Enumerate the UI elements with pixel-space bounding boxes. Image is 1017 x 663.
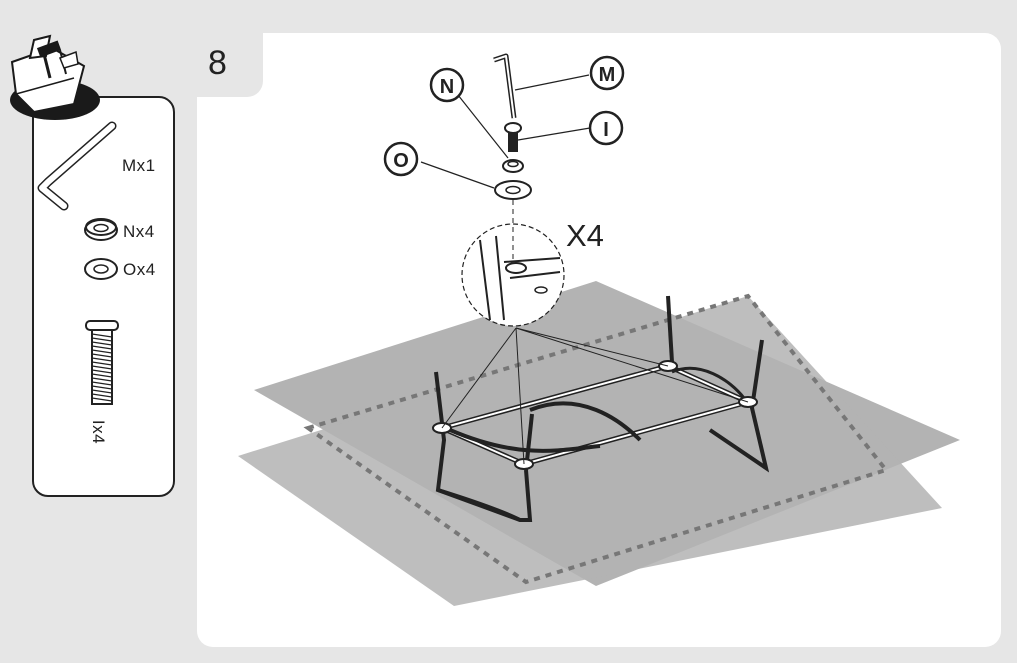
toolbox-icon: [10, 34, 100, 120]
allen-key-icon: [37, 121, 117, 211]
detail-magnifier: [461, 223, 565, 327]
callout-i-label: I: [603, 119, 609, 141]
callout-o-circle: [383, 141, 419, 177]
step-number: 8: [208, 44, 227, 82]
callout-m-label: M: [599, 64, 616, 86]
parts-list-panel: [32, 96, 175, 497]
callout-n-circle: [429, 67, 465, 103]
step-tab: [197, 33, 263, 97]
callout-m-circle: [589, 55, 625, 91]
allen-key-tool: [493, 53, 517, 119]
callout-n-label: N: [440, 76, 454, 98]
flat-washer-part: [494, 180, 532, 200]
floor-sheets: [238, 281, 960, 606]
part-label-n: Nx4: [123, 222, 155, 241]
detail-leader-lines: [441, 327, 749, 465]
part-label-m: Mx1: [122, 156, 156, 175]
spring-washer-icon: [84, 218, 118, 241]
callout-leaders: [420, 74, 591, 189]
repeat-count-label: X4: [566, 218, 604, 253]
part-label-o: Ox4: [123, 260, 156, 279]
bolt-icon: [85, 320, 119, 405]
flat-washer-icon: [84, 258, 118, 280]
callout-i-circle: [588, 110, 624, 146]
spring-washer-part: [502, 159, 524, 173]
bolt-part: [504, 122, 522, 152]
part-label-i: Ix4: [89, 419, 109, 445]
callout-o-label: O: [393, 150, 409, 172]
